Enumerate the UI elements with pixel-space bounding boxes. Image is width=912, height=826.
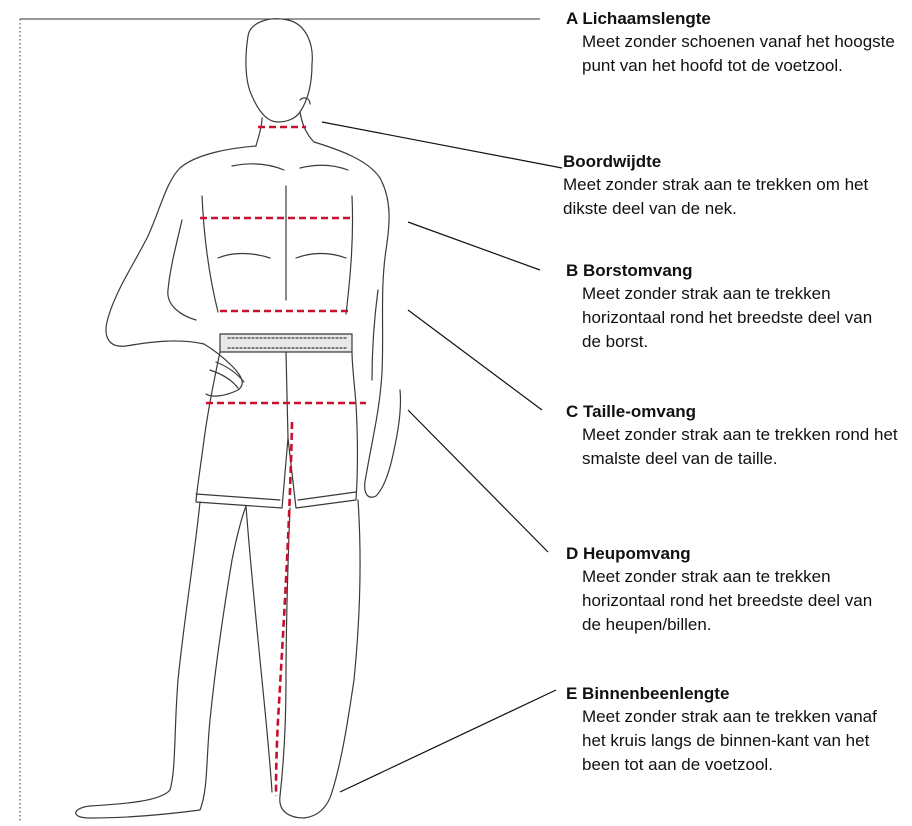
male-figure-outline <box>76 19 401 818</box>
measure-description: Meet zonder strak aan te trekken rond he… <box>566 423 902 471</box>
measure-block-taille: C Taille-omvang Meet zonder strak aan te… <box>566 401 906 471</box>
measure-block-binnenbeen: E Binnenbeenlengte Meet zonder strak aan… <box>566 683 906 777</box>
measurement-lines <box>200 127 366 796</box>
measure-description: Meet zonder strak aan te trekken vanaf h… <box>566 705 892 777</box>
measure-block-borstomvang: B Borstomvang Meet zonder strak aan te t… <box>566 260 896 354</box>
measure-block-boordwijdte: Boordwijdte Meet zonder strak aan te tre… <box>563 151 893 221</box>
measure-description: Meet zonder strak aan te trekken om het … <box>563 173 893 221</box>
leader-taille <box>408 310 542 410</box>
measure-description: Meet zonder strak aan te trekken horizon… <box>566 282 882 354</box>
measure-title: B Borstomvang <box>566 260 896 282</box>
measure-title: A Lichaamslengte <box>566 8 906 30</box>
measure-block-lichaamslengte: A Lichaamslengte Meet zonder schoenen va… <box>566 8 906 78</box>
measure-title: D Heupomvang <box>566 543 906 565</box>
measure-block-heup: D Heupomvang Meet zonder strak aan te tr… <box>566 543 906 637</box>
leader-boordwijdte <box>322 122 562 168</box>
measure-title: C Taille-omvang <box>566 401 906 423</box>
measure-title: Boordwijdte <box>563 151 893 173</box>
leader-borstomvang <box>408 222 540 270</box>
measure-title: E Binnenbeenlengte <box>566 683 906 705</box>
leader-heup <box>408 410 548 552</box>
leader-binnenbeen <box>340 690 556 792</box>
measure-description: Meet zonder strak aan te trekken horizon… <box>566 565 892 637</box>
measure-description: Meet zonder schoenen vanaf het hoogste p… <box>566 30 900 78</box>
